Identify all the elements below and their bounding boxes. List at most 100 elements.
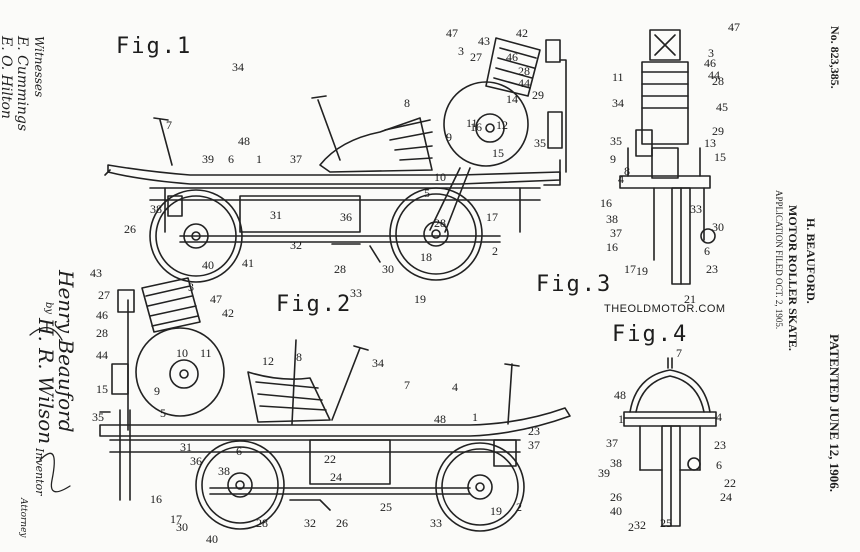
callout-number: 28 bbox=[256, 516, 268, 530]
callout-number: 41 bbox=[242, 256, 254, 270]
callout-number: 37 bbox=[610, 226, 622, 240]
callout-number: 44 bbox=[518, 76, 530, 90]
fig3-label: Fig.3 bbox=[536, 272, 613, 297]
callout-number: 4 bbox=[716, 410, 722, 424]
callout-number: 7 bbox=[404, 378, 410, 392]
watermark: THEOLDMOTOR.COM bbox=[604, 303, 726, 315]
callout-number: 7 bbox=[676, 346, 682, 360]
callout-number: 28 bbox=[518, 64, 530, 78]
callout-number: 2 bbox=[516, 500, 522, 514]
callout-number: 46 bbox=[96, 308, 108, 322]
callout-number: 13 bbox=[704, 136, 716, 150]
attorney-signature: H. R. Wilson bbox=[34, 318, 58, 445]
callout-number: 35 bbox=[534, 136, 546, 150]
callout-number: 37 bbox=[606, 436, 618, 450]
callout-number: 29 bbox=[532, 88, 544, 102]
callout-number: 38 bbox=[218, 464, 230, 478]
callout-number: 21 bbox=[684, 292, 696, 306]
callout-number: 15 bbox=[96, 382, 108, 396]
callout-number: 1 bbox=[256, 152, 262, 166]
callout-number: 16 bbox=[600, 196, 612, 210]
callout-number: 2 bbox=[628, 520, 634, 534]
callout-number: 6 bbox=[716, 458, 722, 472]
callout-number: 28 bbox=[334, 262, 346, 276]
callout-number: 29 bbox=[712, 124, 724, 138]
fig4-drawing bbox=[623, 357, 717, 527]
callout-number: 10 bbox=[434, 170, 446, 184]
application-line: APPLICATION FILED OCT. 2, 1905. bbox=[774, 190, 784, 330]
callout-number: 33 bbox=[690, 202, 702, 216]
callout-number: 19 bbox=[414, 292, 426, 306]
callout-number: 6 bbox=[228, 152, 234, 166]
callout-number: 32 bbox=[304, 516, 316, 530]
callout-number: 39 bbox=[598, 466, 610, 480]
callout-number: 5 bbox=[424, 186, 430, 200]
callout-number: 11 bbox=[466, 116, 478, 130]
callout-number: 28 bbox=[434, 216, 446, 230]
callout-number: 47 bbox=[446, 26, 458, 40]
callout-number: 46 bbox=[506, 50, 518, 64]
callout-number: 28 bbox=[96, 326, 108, 340]
callout-number: 16 bbox=[150, 492, 162, 506]
callout-number: 5 bbox=[160, 406, 166, 420]
callout-number: 25 bbox=[380, 500, 392, 514]
fig2-label: Fig.2 bbox=[276, 292, 353, 317]
callout-number: 10 bbox=[176, 346, 188, 360]
witness-signature-1: E. Cummings bbox=[14, 36, 30, 132]
callout-number: 19 bbox=[636, 264, 648, 278]
callout-number: 3 bbox=[458, 44, 464, 58]
callout-number: 24 bbox=[330, 470, 342, 484]
callout-number: 45 bbox=[716, 100, 728, 114]
callout-number: 17 bbox=[486, 210, 498, 224]
callout-number: 1 bbox=[618, 412, 624, 426]
callout-number: 23 bbox=[706, 262, 718, 276]
callout-number: 26 bbox=[336, 516, 348, 530]
callout-number: 11 bbox=[612, 70, 624, 84]
fig3-drawing bbox=[619, 29, 716, 285]
callout-number: 40 bbox=[206, 532, 218, 546]
callout-number: 39 bbox=[202, 152, 214, 166]
callout-number: 8 bbox=[404, 96, 410, 110]
callout-number: 24 bbox=[720, 490, 732, 504]
callout-number: 40 bbox=[610, 504, 622, 518]
callout-number: 42 bbox=[516, 26, 528, 40]
callout-number: 12 bbox=[262, 354, 274, 368]
callout-number: 47 bbox=[728, 20, 740, 34]
callout-number: 19 bbox=[490, 504, 502, 518]
callout-number: 3 bbox=[708, 46, 714, 60]
callout-number: 32 bbox=[290, 238, 302, 252]
callout-number: 27 bbox=[470, 50, 482, 64]
inventor-by: by bbox=[43, 302, 54, 315]
callout-number: 22 bbox=[324, 452, 336, 466]
callout-number: 11 bbox=[200, 346, 212, 360]
callout-number: 17 bbox=[170, 512, 182, 526]
callout-number: 37 bbox=[528, 438, 540, 452]
callout-number: 43 bbox=[478, 34, 490, 48]
callout-number: 32 bbox=[634, 518, 646, 532]
callout-number: 22 bbox=[724, 476, 736, 490]
callout-number: 33 bbox=[430, 516, 442, 530]
callout-number: 31 bbox=[180, 440, 192, 454]
callout-number: 35 bbox=[92, 410, 104, 424]
callout-number: 34 bbox=[372, 356, 384, 370]
attorney-label: Attorney bbox=[18, 498, 28, 538]
callout-number: 38 bbox=[150, 202, 162, 216]
callout-number: 16 bbox=[606, 240, 618, 254]
callout-number: 16 bbox=[470, 120, 482, 134]
callout-number: 14 bbox=[506, 92, 518, 106]
callout-number: 46 bbox=[704, 56, 716, 70]
callout-number: 30 bbox=[712, 220, 724, 234]
callout-number: 25 bbox=[660, 516, 672, 530]
callout-number: 15 bbox=[714, 150, 726, 164]
callout-number: 36 bbox=[340, 210, 352, 224]
callout-number: 27 bbox=[98, 288, 110, 302]
callout-number: 7 bbox=[166, 118, 172, 132]
callout-number: 36 bbox=[190, 454, 202, 468]
callout-number: 48 bbox=[238, 134, 250, 148]
callout-number: 2 bbox=[492, 244, 498, 258]
callout-number: 30 bbox=[382, 262, 394, 276]
callout-number: 38 bbox=[610, 456, 622, 470]
fig1-label: Fig.1 bbox=[116, 34, 193, 59]
signature-flourishes bbox=[29, 327, 71, 493]
